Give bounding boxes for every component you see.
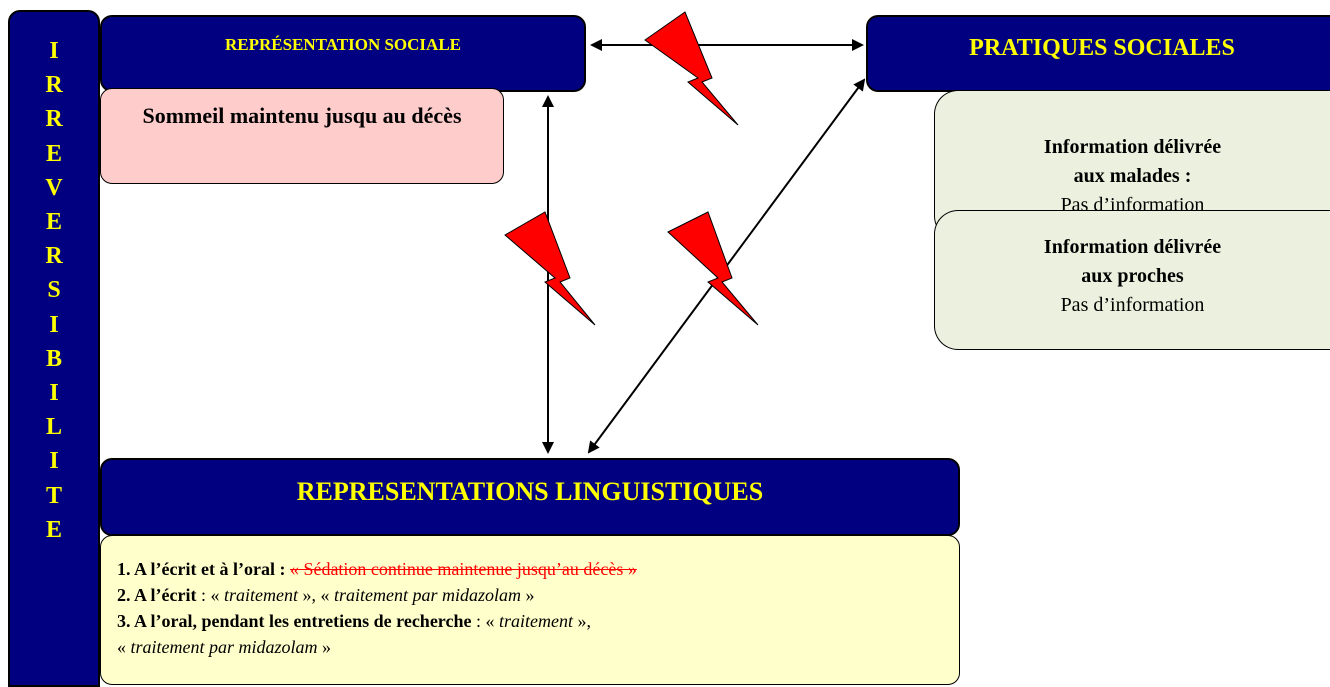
lightning-bolt-icon <box>667 211 759 326</box>
lightning-bolt-icon <box>644 11 739 126</box>
vertical-letter: L <box>45 414 62 441</box>
info-malades-heading-2: aux malades : <box>1073 165 1192 187</box>
representations-linguistiques-header: REPRESENTATIONS LINGUISTIQUES <box>100 458 960 536</box>
vertical-letter: R <box>45 72 63 99</box>
vertical-letter: I <box>49 38 59 64</box>
vertical-letter: E <box>45 516 62 543</box>
info-proches-box: Information délivrée aux proches Pas d’i… <box>934 210 1330 350</box>
list-item: 1. A l’écrit et à l’oral : « Sédation co… <box>117 559 637 579</box>
lightning-bolt-icon <box>504 211 596 326</box>
vertical-letter: E <box>45 140 62 167</box>
representation-sociale-header: REPRÉSENTATION SOCIALE <box>100 15 586 92</box>
representation-sociale-title: REPRÉSENTATION SOCIALE <box>224 35 461 54</box>
list-item: 2. A l’écrit : « traitement », « traitem… <box>117 585 535 605</box>
list-item: 3. A l’oral, pendant les entretiens de r… <box>117 611 591 631</box>
linguistic-list-box: 1. A l’écrit et à l’oral : « Sédation co… <box>100 535 960 685</box>
vertical-letter: B <box>45 345 62 372</box>
list-item-continuation: « traitement par midazolam » <box>117 637 331 657</box>
info-proches-value: Pas d’information <box>1060 294 1205 316</box>
vertical-letter: E <box>45 209 62 236</box>
vertical-letter: R <box>45 243 63 270</box>
sommeil-text: Sommeil maintenu jusqu au décès <box>142 103 462 128</box>
representations-linguistiques-title: REPRESENTATIONS LINGUISTIQUES <box>296 477 764 506</box>
vertical-letter: I <box>49 380 59 407</box>
vertical-letter: S <box>47 277 61 304</box>
vertical-letter: V <box>45 174 63 201</box>
vertical-letter: R <box>45 106 63 133</box>
vertical-letter: I <box>49 448 59 475</box>
vertical-letter: I <box>49 311 59 338</box>
pratiques-sociales-title: PRATIQUES SOCIALES <box>969 35 1235 61</box>
vertical-letter: T <box>45 482 62 509</box>
sommeil-box: Sommeil maintenu jusqu au décès <box>100 88 504 184</box>
info-proches-heading-2: aux proches <box>1081 265 1184 287</box>
info-proches-heading-1: Information délivrée <box>1043 236 1222 258</box>
info-malades-heading-1: Information délivrée <box>1043 136 1222 158</box>
struck-text: « Sédation continue maintenue jusqu’au d… <box>289 559 637 579</box>
